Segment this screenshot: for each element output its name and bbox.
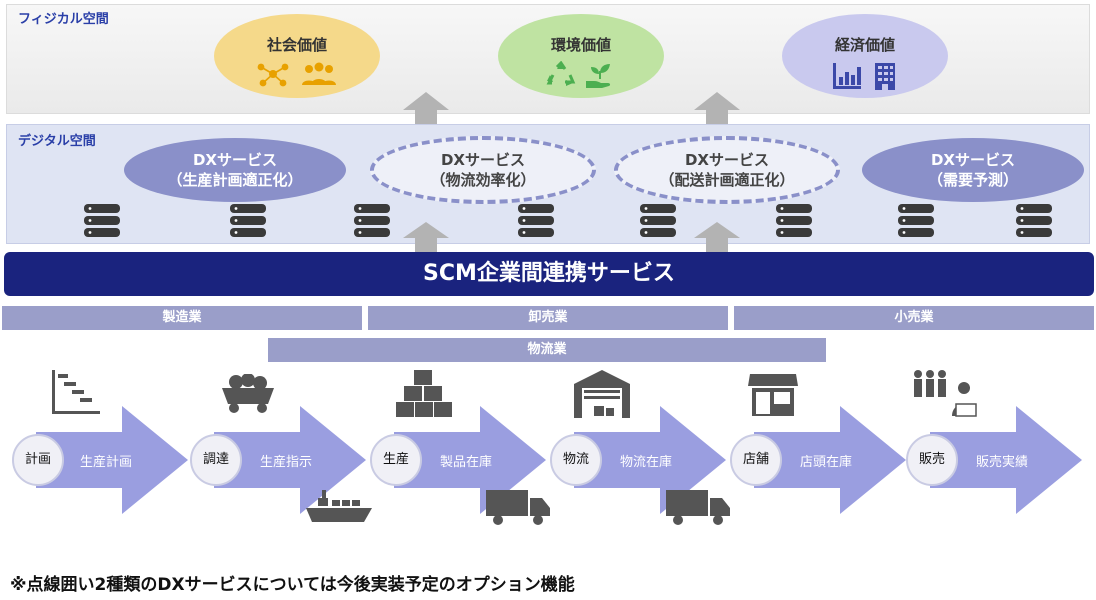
- up-arrow-icon: [403, 92, 449, 130]
- process-arrow: [214, 406, 366, 514]
- boxes-icon: [396, 370, 452, 417]
- stage-label-store-inventory: 店頭在庫: [800, 455, 853, 470]
- dx-service-production-planning: DXサービス （生産計画適正化）: [124, 138, 346, 202]
- warehouse-icon: [574, 370, 630, 418]
- database-icon: [518, 204, 554, 237]
- database-icon: [776, 204, 812, 237]
- bar-chart-icon: [833, 63, 861, 89]
- customers-and-staff-icon: [914, 370, 977, 417]
- dx-service-title: DXサービス: [684, 151, 770, 169]
- dx-service-subtitle: （需要予測）: [927, 171, 1018, 189]
- stage-label-logistics-inventory: 物流在庫: [620, 455, 673, 470]
- mining-cart-icon: [222, 374, 274, 413]
- delivery-truck-icon: [486, 490, 550, 525]
- people-group-icon: [302, 62, 336, 85]
- database-icon: [640, 204, 676, 237]
- dx-service-delivery-planning: DXサービス （配送計画適正化）: [614, 136, 840, 204]
- hand-sprout-icon: [586, 64, 611, 88]
- up-arrow-icon: [694, 92, 740, 130]
- process-arrow: [36, 406, 188, 514]
- database-icon: [354, 204, 390, 237]
- dx-service-title: DXサービス: [192, 151, 278, 169]
- process-arrow: [930, 406, 1082, 514]
- stage-circle-sales: 販売: [906, 434, 958, 486]
- environmental-value-circle: 環境価値: [498, 14, 664, 98]
- database-icon: [898, 204, 934, 237]
- physical-space-label: フィジカル空間: [18, 12, 109, 27]
- database-icon: [84, 204, 120, 237]
- dx-service-demand-forecast: DXサービス （需要予測）: [862, 138, 1084, 202]
- recycle-icon: [546, 61, 576, 86]
- dx-service-subtitle: （物流効率化）: [430, 171, 536, 189]
- economic-value-circle: 経済価値: [782, 14, 948, 98]
- stage-label-product-inventory: 製品在庫: [440, 455, 493, 470]
- dx-service-title: DXサービス: [930, 151, 1016, 169]
- process-arrow: [754, 406, 906, 514]
- database-icon: [1016, 204, 1052, 237]
- stage-circle-store: 店舗: [730, 434, 782, 486]
- network-icon: [257, 63, 289, 87]
- database-icon: [230, 204, 266, 237]
- storefront-icon: [748, 374, 798, 416]
- delivery-truck-icon: [666, 490, 730, 525]
- industry-wholesale: 卸売業: [368, 306, 728, 330]
- economic-value-title: 経済価値: [834, 36, 895, 54]
- digital-space-label: デジタル空間: [18, 134, 96, 149]
- process-arrow: [394, 406, 546, 514]
- stage-circle-produce: 生産: [370, 434, 422, 486]
- dx-service-subtitle: （配送計画適正化）: [659, 171, 795, 189]
- cargo-ship-icon: [306, 490, 372, 522]
- stage-label-sales-results: 販売実績: [976, 455, 1029, 470]
- dx-service-title: DXサービス: [440, 151, 526, 169]
- stage-label-production-plan: 生産計画: [80, 455, 133, 470]
- social-value-title: 社会価値: [266, 36, 327, 54]
- process-arrow: [574, 406, 726, 514]
- up-arrow-icon: [694, 222, 740, 256]
- environmental-value-title: 環境価値: [550, 36, 611, 54]
- up-arrow-icon: [403, 222, 449, 256]
- dx-service-subtitle: （生産計画適正化）: [167, 171, 303, 189]
- social-value-circle: 社会価値: [214, 14, 380, 98]
- dx-service-logistics-efficiency: DXサービス （物流効率化）: [370, 136, 596, 204]
- industry-retail: 小売業: [734, 306, 1094, 330]
- stage-circle-procure: 調達: [190, 434, 242, 486]
- gantt-chart-icon: [52, 370, 100, 414]
- industry-manufacturing: 製造業: [2, 306, 362, 330]
- stage-label-production-order: 生産指示: [260, 455, 313, 470]
- industry-logistics: 物流業: [268, 338, 826, 362]
- stage-circle-logistics: 物流: [550, 434, 602, 486]
- scm-collaboration-bar: SCM企業間連携サービス: [4, 252, 1094, 296]
- footnote: ※点線囲い2種類のDXサービスについては今後実装予定のオプション機能: [10, 575, 575, 595]
- stage-circle-plan: 計画: [12, 434, 64, 486]
- building-icon: [875, 63, 895, 90]
